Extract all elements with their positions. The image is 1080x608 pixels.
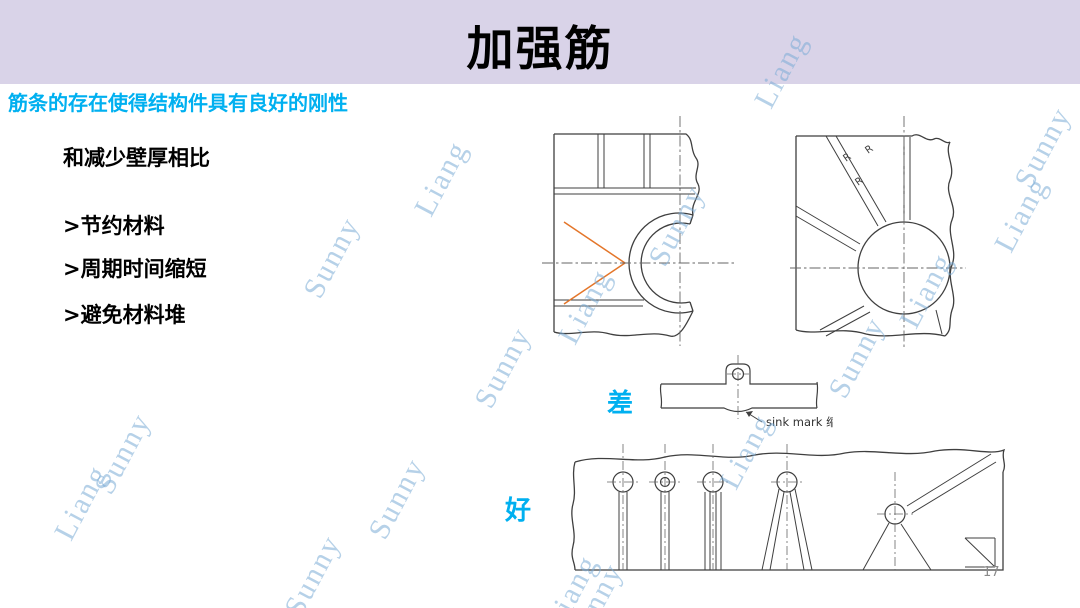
- sink-mark-arrowhead: [746, 411, 753, 417]
- watermark-text: Liang: [408, 135, 475, 222]
- page-number: 17: [983, 565, 1000, 580]
- diagram-sink-mark: sink mark 缩痕: [659, 355, 833, 429]
- sink-mark-label: sink mark 缩痕: [766, 415, 833, 429]
- rib-lines: [554, 134, 696, 307]
- radius-annotations: R R R: [841, 143, 875, 188]
- part-outline: [659, 363, 819, 413]
- diagram-grid-ribs: [542, 116, 736, 346]
- watermark-text: Sunny: [468, 321, 538, 414]
- center-lines: [790, 116, 966, 350]
- center-lines: [607, 444, 913, 570]
- center-lines: [727, 355, 749, 419]
- subtitle: 筋条的存在使得结构件具有良好的刚性: [8, 91, 348, 115]
- boss-circles: [612, 471, 906, 525]
- watermark-text: Sunny: [297, 211, 367, 304]
- label-bad: 差: [607, 389, 634, 419]
- label-good: 好: [505, 496, 532, 526]
- diagram-diagonal-ribs: R R R: [790, 116, 966, 350]
- title-band: [0, 0, 1080, 84]
- bullet-compare-wall-thickness: 和减少壁厚相比: [63, 146, 210, 170]
- bullet-avoid-material-pile: >避免材料堆: [63, 303, 186, 327]
- part-outline: [795, 134, 955, 337]
- bullet-save-material: >节约材料: [63, 214, 165, 238]
- rib-lines: [795, 135, 943, 337]
- watermark-text: Liang: [48, 459, 115, 546]
- bullet-cycle-time: >周期时间缩短: [63, 257, 207, 281]
- watermark-text: Sunny: [362, 452, 432, 545]
- diagram-good-rib-designs: [571, 444, 1006, 571]
- part-outline: [571, 448, 1006, 571]
- center-lines: [542, 116, 736, 346]
- watermark-text: Sunny: [1008, 101, 1078, 194]
- watermark-text: Liang: [988, 171, 1055, 258]
- page-title: 加强筋: [466, 22, 614, 77]
- watermark-text: Sunny: [88, 407, 158, 500]
- radius-label: R: [863, 143, 875, 156]
- rib-lines: [618, 453, 997, 571]
- watermark-text: Sunny: [278, 529, 348, 608]
